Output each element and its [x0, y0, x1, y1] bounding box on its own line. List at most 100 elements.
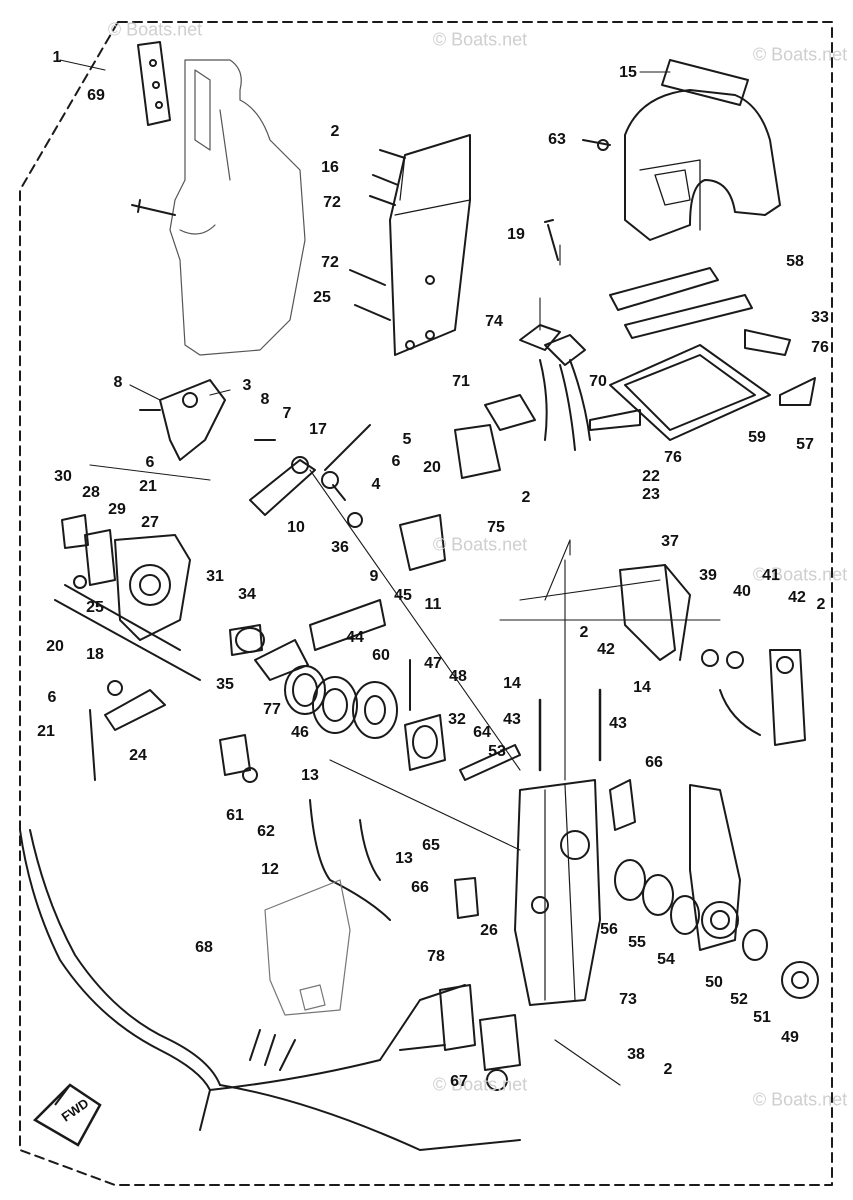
- part-label-57: 57: [796, 436, 814, 453]
- part-label-66: 66: [411, 879, 429, 896]
- part-label-52: 52: [730, 991, 748, 1008]
- part-label-12: 12: [261, 861, 279, 878]
- part-label-6: 6: [391, 453, 401, 470]
- part-label-42: 42: [788, 589, 806, 606]
- part-label-43: 43: [503, 711, 521, 728]
- part-label-14: 14: [633, 679, 651, 696]
- part-label-63: 63: [548, 131, 566, 148]
- plate-27: [114, 534, 191, 641]
- part-label-2: 2: [663, 1061, 673, 1078]
- part-label-76: 76: [811, 339, 829, 356]
- top-cover: [624, 89, 781, 241]
- part-label-70: 70: [589, 373, 607, 390]
- watermark: © Boats.net: [107, 19, 203, 40]
- watermark: © Boats.net: [432, 534, 528, 555]
- part-label-78: 78: [427, 948, 445, 965]
- watermark: © Boats.net: [752, 564, 848, 585]
- part-label-13: 13: [395, 850, 413, 867]
- part-label-68: 68: [195, 939, 213, 956]
- part-label-38: 38: [627, 1046, 645, 1063]
- part-label-15: 15: [619, 64, 637, 81]
- main-body: [514, 779, 601, 1006]
- part-label-49: 49: [781, 1029, 799, 1046]
- wiring-harness: [19, 829, 211, 1131]
- part-label-6: 6: [47, 689, 57, 706]
- gasket-59: [609, 344, 771, 441]
- part-label-27: 27: [141, 514, 159, 531]
- part-label-37: 37: [661, 533, 679, 550]
- part-label-77: 77: [263, 701, 281, 718]
- part-label-23: 23: [642, 486, 660, 503]
- part-label-48: 48: [449, 668, 467, 685]
- part-label-22: 22: [642, 468, 660, 485]
- part-label-51: 51: [753, 1009, 771, 1026]
- part-label-2: 2: [521, 489, 531, 506]
- remote-housing-outline: [169, 59, 306, 356]
- part-label-32: 32: [448, 711, 466, 728]
- part-label-58: 58: [786, 253, 804, 270]
- assembly-boundary: [19, 21, 833, 1186]
- part-label-71: 71: [452, 373, 470, 390]
- part-label-75: 75: [487, 519, 505, 536]
- part-label-18: 18: [86, 646, 104, 663]
- part-label-73: 73: [619, 991, 637, 1008]
- part-69-plate: [137, 41, 171, 126]
- part-label-50: 50: [705, 974, 723, 991]
- part-label-31: 31: [206, 568, 224, 585]
- part-label-6: 6: [145, 454, 155, 471]
- part-label-8: 8: [260, 391, 270, 408]
- part-label-3: 3: [242, 377, 252, 394]
- part-label-60: 60: [372, 647, 390, 664]
- part-label-41: 41: [762, 567, 780, 584]
- part-label-44: 44: [346, 629, 364, 646]
- part-label-40: 40: [733, 583, 751, 600]
- part-label-20: 20: [46, 638, 64, 655]
- part-label-64: 64: [473, 724, 491, 741]
- part-label-53: 53: [488, 743, 506, 760]
- part-label-66: 66: [645, 754, 663, 771]
- part-label-20: 20: [423, 459, 441, 476]
- part-label-17: 17: [309, 421, 327, 438]
- part-label-72: 72: [323, 194, 341, 211]
- part-label-65: 65: [422, 837, 440, 854]
- watermark: © Boats.net: [432, 29, 528, 50]
- part-label-2: 2: [816, 596, 826, 613]
- part-label-56: 56: [600, 921, 618, 938]
- part-label-59: 59: [748, 429, 766, 446]
- part-label-62: 62: [257, 823, 275, 840]
- part-label-36: 36: [331, 539, 349, 556]
- part-label-42: 42: [597, 641, 615, 658]
- watermark: © Boats.net: [752, 44, 848, 65]
- part-label-14: 14: [503, 675, 521, 692]
- part-label-5: 5: [402, 431, 412, 448]
- part-label-10: 10: [287, 519, 305, 536]
- part-label-9: 9: [369, 568, 379, 585]
- watermark: © Boats.net: [432, 1074, 528, 1095]
- part-label-76: 76: [664, 449, 682, 466]
- part-label-25: 25: [86, 599, 104, 616]
- part-label-46: 46: [291, 724, 309, 741]
- part-label-74: 74: [485, 313, 503, 330]
- part-label-4: 4: [371, 476, 381, 493]
- part-label-54: 54: [657, 951, 675, 968]
- part-label-39: 39: [699, 567, 717, 584]
- part-label-2: 2: [579, 624, 589, 641]
- part-label-11: 11: [424, 596, 442, 613]
- part-label-1: 1: [52, 49, 62, 66]
- part-label-67: 67: [450, 1073, 468, 1090]
- part-label-34: 34: [238, 586, 256, 603]
- watermark: © Boats.net: [752, 1089, 848, 1110]
- part-label-21: 21: [139, 478, 157, 495]
- part-label-24: 24: [129, 747, 147, 764]
- part-label-47: 47: [424, 655, 442, 672]
- part-label-35: 35: [216, 676, 234, 693]
- part-label-25: 25: [313, 289, 331, 306]
- part-label-2: 2: [330, 123, 340, 140]
- arrow-left-icon: [32, 1083, 102, 1147]
- part-label-13: 13: [301, 767, 319, 784]
- part-label-69: 69: [87, 87, 105, 104]
- part-label-55: 55: [628, 934, 646, 951]
- part-label-43: 43: [609, 715, 627, 732]
- back-plate: [389, 134, 471, 356]
